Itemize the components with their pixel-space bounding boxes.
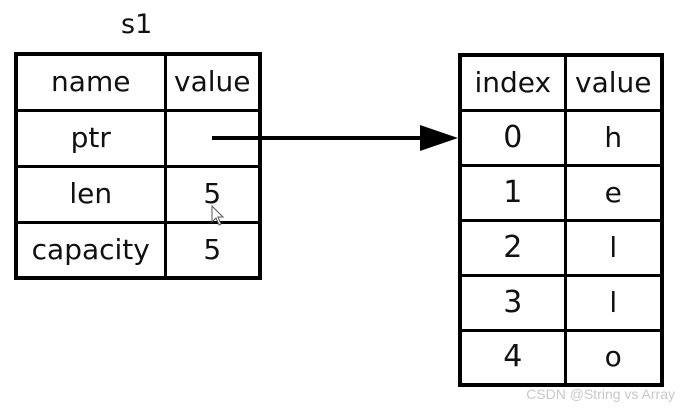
- field-name: ptr: [14, 108, 167, 168]
- variable-label-s1: s1: [121, 9, 153, 40]
- field-value: 5: [163, 164, 262, 224]
- char-cell: h: [563, 108, 664, 167]
- table-header-row: index value: [458, 53, 664, 112]
- index-cell: 2: [458, 218, 567, 277]
- index-cell: 3: [458, 273, 567, 332]
- char-cell: l: [563, 273, 664, 332]
- heap-array-table: index value 0 h 1 e 2 l 3 l 4 o: [458, 53, 664, 387]
- stack-struct-table: name value ptr len 5 capacity 5: [14, 52, 262, 280]
- table-row: 3 l: [458, 273, 664, 332]
- field-name: capacity: [14, 220, 167, 280]
- table-row: len 5: [14, 164, 262, 224]
- table-row: 0 h: [458, 108, 664, 167]
- header-name: name: [14, 52, 167, 112]
- index-cell: 1: [458, 163, 567, 222]
- field-value: [163, 108, 262, 168]
- watermark: CSDN @String vs Array: [526, 386, 675, 402]
- field-name: len: [14, 164, 167, 224]
- table-header-row: name value: [14, 52, 262, 112]
- table-row: ptr: [14, 108, 262, 168]
- char-cell: e: [563, 163, 664, 222]
- header-index: index: [458, 53, 567, 112]
- char-cell: o: [563, 328, 664, 387]
- mouse-cursor-icon: [211, 205, 225, 226]
- index-cell: 4: [458, 328, 567, 387]
- table-row: capacity 5: [14, 220, 262, 280]
- header-value: value: [563, 53, 664, 112]
- header-value: value: [163, 52, 262, 112]
- field-value: 5: [163, 220, 262, 280]
- index-cell: 0: [458, 108, 567, 167]
- arrow-head: [420, 125, 458, 151]
- table-row: 4 o: [458, 328, 664, 387]
- table-row: 1 e: [458, 163, 664, 222]
- table-row: 2 l: [458, 218, 664, 277]
- char-cell: l: [563, 218, 664, 277]
